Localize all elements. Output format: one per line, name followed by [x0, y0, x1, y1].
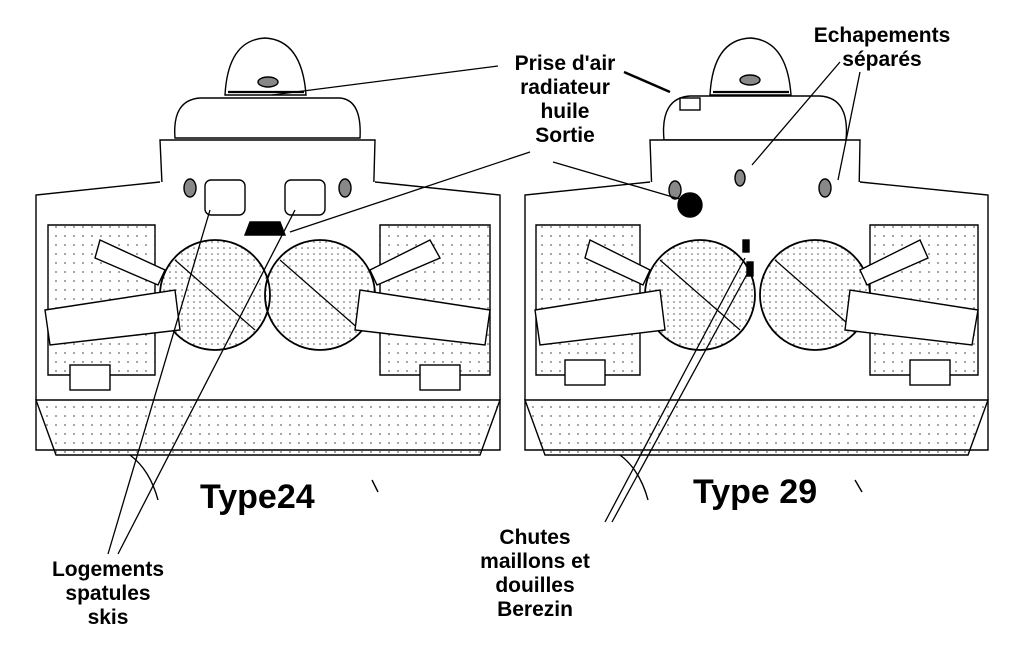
prise-air-label: Prise d'air radiateur huile Sortie: [500, 52, 630, 148]
chutes-label: Chutes maillons et douilles Berezin: [470, 526, 600, 622]
echappements-line1: Echapements: [813, 24, 951, 47]
prise-air-line2: radiateur: [520, 76, 610, 99]
chutes-line4: Berezin: [497, 598, 573, 621]
type29-label: Type 29: [693, 473, 818, 511]
logements-line3: skis: [87, 606, 129, 629]
logements-line2: spatules: [65, 582, 151, 605]
leader-lines: [107, 61, 861, 555]
prise-air-line1: Prise d'air: [514, 52, 616, 75]
type29-fuselage: [524, 37, 989, 501]
prise-air-line3: huile: [540, 100, 590, 123]
chutes-line2: maillons et: [480, 550, 590, 573]
type24-fuselage: [35, 37, 501, 501]
chutes-line3: douilles: [495, 574, 575, 597]
type24-label: Type24: [200, 478, 315, 516]
echappements-label: Echapements séparés: [812, 24, 952, 72]
logements-label: Logements spatules skis: [38, 558, 178, 630]
chutes-line1: Chutes: [499, 526, 571, 549]
logements-line1: Logements: [51, 558, 164, 581]
prise-air-line4: Sortie: [535, 124, 595, 147]
echappements-line2: séparés: [842, 48, 922, 71]
